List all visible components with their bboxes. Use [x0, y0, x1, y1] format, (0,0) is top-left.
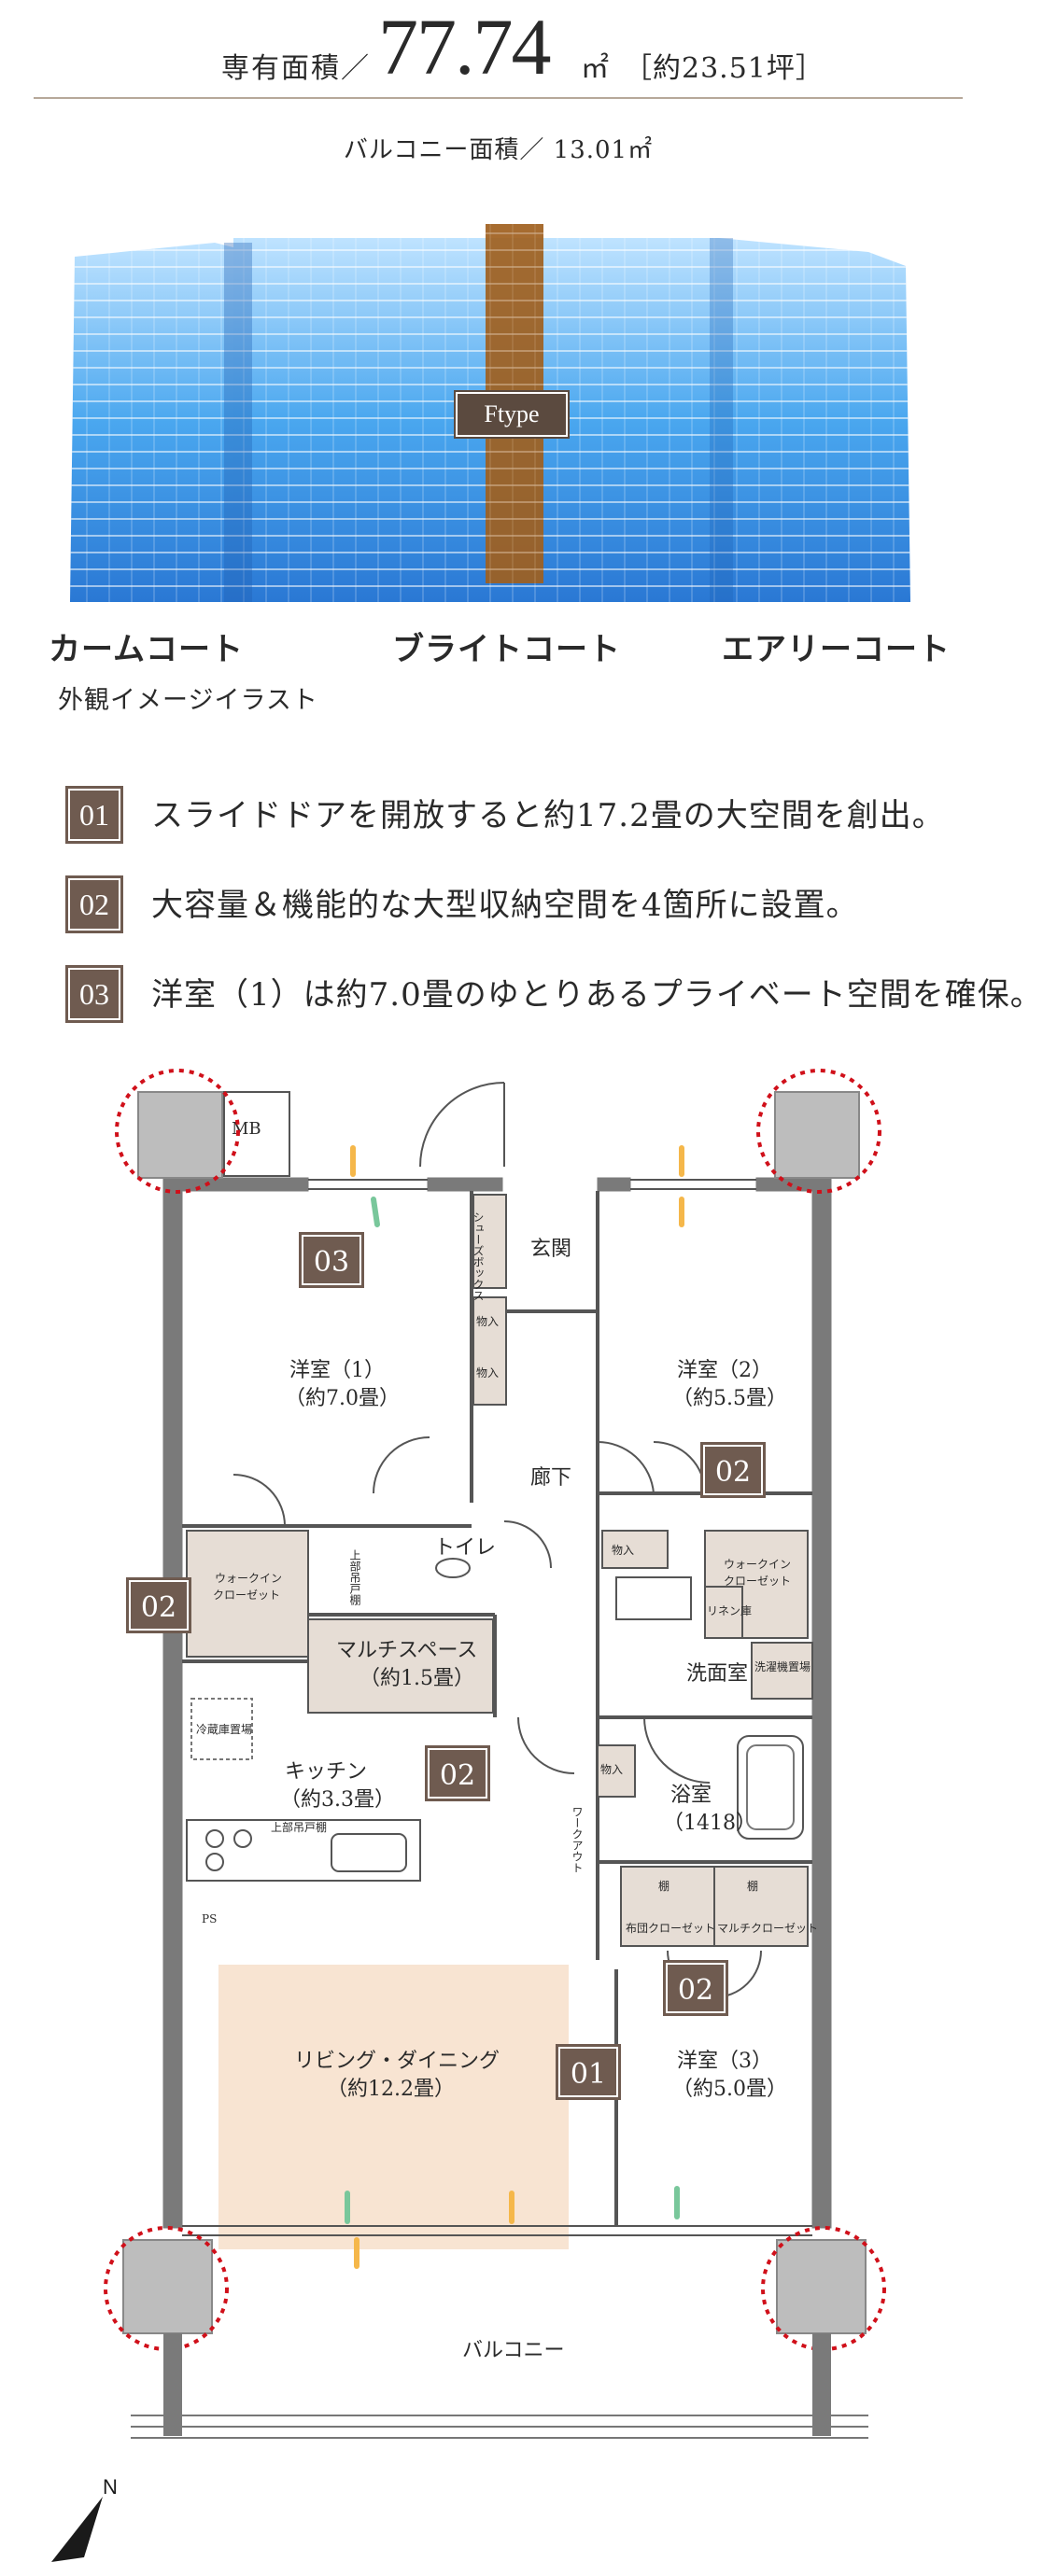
feature-text: スライドドアを開放すると約17.2畳の大空間を創出。 — [151, 797, 945, 834]
feature-text: 洋室（1）は約7.0畳のゆとりあるプライベート空間を確保。 — [151, 976, 1043, 1014]
multi-closet-label: マルチクローゼット — [717, 1922, 818, 1935]
room-bath-size: （1418） — [663, 1812, 756, 1835]
upper-cabinet-label: 上部吊戸棚 — [348, 1549, 361, 1606]
storage-label: 物入 — [476, 1366, 499, 1379]
floor-plan: MB — [51, 1069, 886, 2562]
column — [137, 1091, 223, 1179]
column — [774, 1091, 860, 1179]
floor-area-value: 77.74 — [378, 2, 551, 91]
feature-text: 大容量＆機能的な大型収納空間を4箇所に設置。 — [151, 887, 859, 924]
badge-number: 03 — [314, 1246, 349, 1279]
shoebox-unit — [472, 1194, 507, 1289]
room-corridor: 廊下 — [530, 1466, 571, 1490]
room-western3-size: （約5.0畳） — [672, 2078, 787, 2101]
room-washroom: 洗面室 — [686, 1662, 748, 1686]
futon-closet-label: 布団クローゼット — [626, 1922, 715, 1935]
ftype-label: Ftype — [456, 392, 568, 437]
room-multi-space-size: （約1.5畳） — [359, 1667, 474, 1690]
storage-unit-corridor — [601, 1530, 669, 1569]
walkin-right-label: ウォークイン — [724, 1558, 791, 1571]
airy-court-label: エアリーコート — [722, 631, 951, 668]
column — [776, 2239, 867, 2334]
balcony-area: バルコニー面積／ 13.01㎡ — [343, 136, 654, 164]
room-living-dining-size: （約12.2畳） — [327, 2078, 455, 2101]
floor-area-label: 専有面積／ — [221, 52, 371, 85]
room-kitchen-size: （約3.3畳） — [280, 1788, 395, 1812]
room-balcony: バルコニー — [462, 2339, 565, 2362]
room-western2-size: （約5.5畳） — [672, 1387, 787, 1410]
laundry-area — [751, 1642, 813, 1700]
upper-cabinet-label-2: 上部吊戸棚 — [271, 1820, 327, 1834]
futon-closet — [620, 1866, 715, 1947]
linen-storage — [704, 1586, 743, 1639]
plan-badges: 03 02 02 02 02 01 — [126, 1232, 766, 2100]
room-western1-size: （約7.0畳） — [285, 1387, 400, 1410]
room-western2: 洋室（2） — [677, 1359, 772, 1382]
room-kitchen: キッチン — [285, 1760, 367, 1784]
ftype-text: Ftype — [484, 400, 540, 427]
shelf-label: 棚 — [747, 1879, 758, 1893]
laundry-label: 洗濯機置場 — [754, 1659, 810, 1673]
linen-label: リネン庫 — [707, 1604, 752, 1617]
fridge-label: 冷蔵庫置場 — [196, 1723, 252, 1736]
walkin-left-label-2: クローゼット — [213, 1589, 280, 1602]
feature-number: 02 — [65, 875, 123, 933]
storage-label: 物入 — [612, 1544, 634, 1557]
badge-number: 01 — [571, 2058, 606, 2091]
compass-icon: N — [51, 2475, 118, 2562]
storage-label: 物入 — [600, 1763, 623, 1776]
multi-closet — [713, 1866, 809, 1947]
badge-number: 02 — [678, 1974, 713, 2007]
storage-unit-bath — [597, 1744, 636, 1798]
shelf-label: 棚 — [658, 1879, 669, 1893]
calm-court-label: カームコート — [49, 631, 244, 668]
room-western3: 洋室（3） — [677, 2050, 772, 2073]
ps-label: PS — [202, 1912, 217, 1925]
exterior-caption: 外観イメージイラスト — [58, 686, 318, 715]
walkin-right-label-2: クローゼット — [724, 1575, 791, 1588]
shoebox-label: シューズボックス — [472, 1211, 485, 1301]
feature-number: 03 — [65, 965, 123, 1023]
floor-area-unit: ㎡ — [581, 52, 609, 85]
multi-space — [307, 1618, 494, 1714]
room-western1: 洋室（1） — [289, 1359, 385, 1382]
bright-court-label: ブライトコート — [392, 631, 621, 668]
badge-number: 02 — [141, 1591, 176, 1624]
room-entrance: 玄関 — [530, 1238, 571, 1261]
room-multi-space: マルチスペース — [336, 1639, 477, 1662]
column — [122, 2239, 213, 2334]
walkin-left-label: ウォークイン — [215, 1572, 282, 1585]
room-living-dining: リビング・ダイニング — [294, 2050, 500, 2073]
badge-number: 02 — [715, 1456, 751, 1489]
storage-label: 物入 — [476, 1315, 499, 1328]
badge-number: 02 — [440, 1759, 475, 1792]
storage-unit — [472, 1296, 507, 1406]
room-bath: 浴室 — [670, 1784, 712, 1807]
header-divider — [34, 97, 963, 99]
compass-label: N — [103, 2475, 118, 2499]
workout-label: ワークアウト — [571, 1806, 584, 1873]
floor-area-tsubo: ［約23.51坪］ — [624, 52, 825, 85]
living-dining-area — [218, 1965, 569, 2249]
feature-number: 01 — [65, 786, 123, 844]
room-toilet: トイレ — [434, 1536, 496, 1560]
